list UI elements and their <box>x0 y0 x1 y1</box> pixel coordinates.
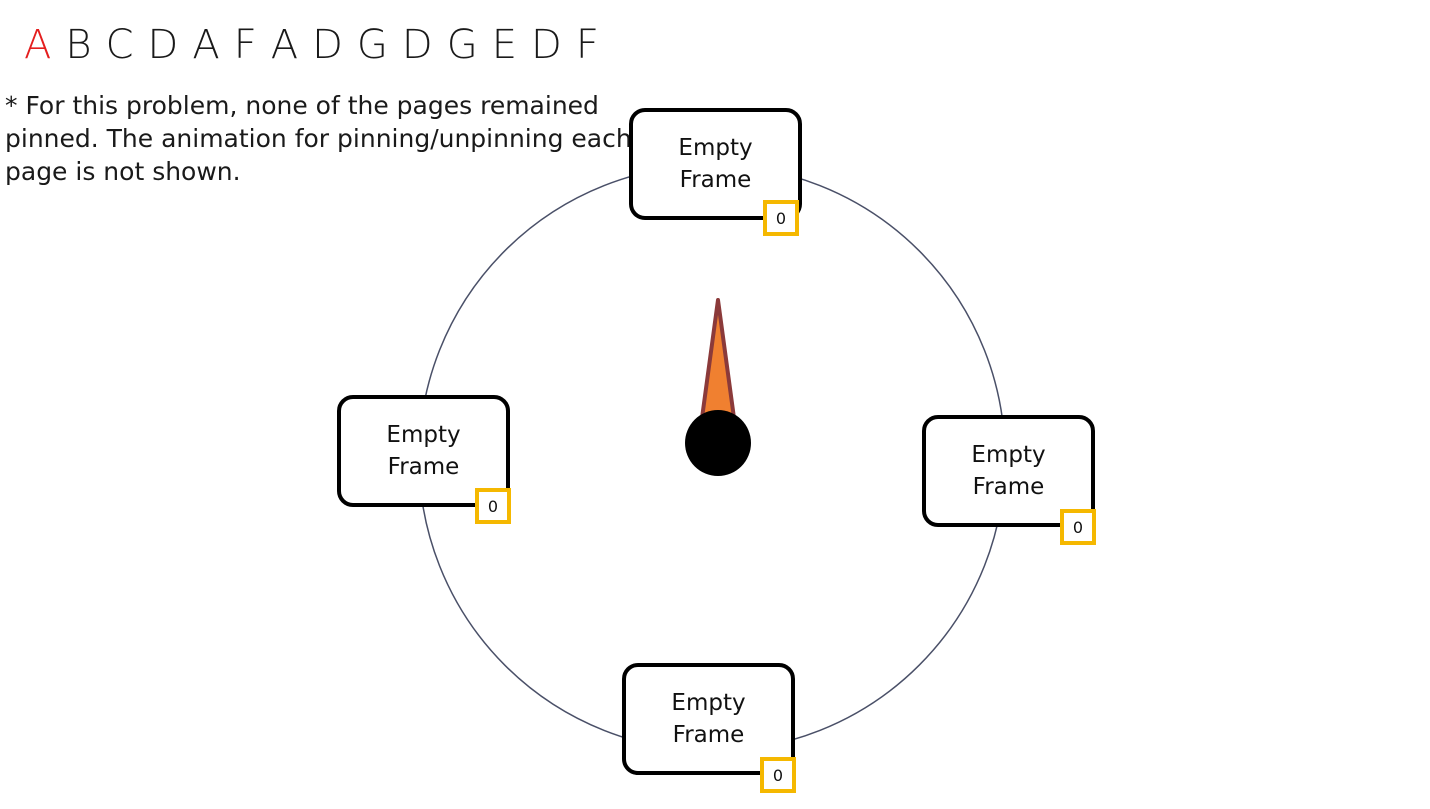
reference-item: G <box>356 22 388 68</box>
frame-left: Empty Frame <box>337 395 510 507</box>
frame-bottom: Empty Frame <box>622 663 795 775</box>
reference-string: A B C D A F A D G D G E D F <box>24 20 613 70</box>
frame-label: Empty Frame <box>671 690 746 748</box>
reference-item: B <box>65 22 92 68</box>
reference-item: C <box>105 22 134 68</box>
reference-item: F <box>575 22 599 68</box>
problem-note: * For this problem, none of the pages re… <box>5 91 632 186</box>
reference-item: F <box>233 22 257 68</box>
frame-label: Empty Frame <box>971 442 1046 500</box>
reference-item: E <box>491 22 517 68</box>
clock-hand <box>700 298 736 420</box>
use-bit-bottom: 0 <box>760 757 796 793</box>
frame-label: Empty Frame <box>678 135 753 193</box>
reference-item: A <box>270 22 299 68</box>
use-bit-left: 0 <box>475 488 511 524</box>
frame-label: Empty Frame <box>386 422 461 480</box>
use-bit-top: 0 <box>763 200 799 236</box>
reference-item: G <box>446 22 478 68</box>
use-bit-right: 0 <box>1060 509 1096 545</box>
reference-item: A <box>192 22 220 68</box>
frame-right: Empty Frame <box>922 415 1095 527</box>
reference-item: D <box>531 22 562 68</box>
reference-item: D <box>147 22 179 68</box>
reference-item: A <box>24 22 52 68</box>
clock-hub <box>685 410 751 476</box>
reference-item: D <box>401 22 433 68</box>
reference-item: D <box>312 22 343 68</box>
